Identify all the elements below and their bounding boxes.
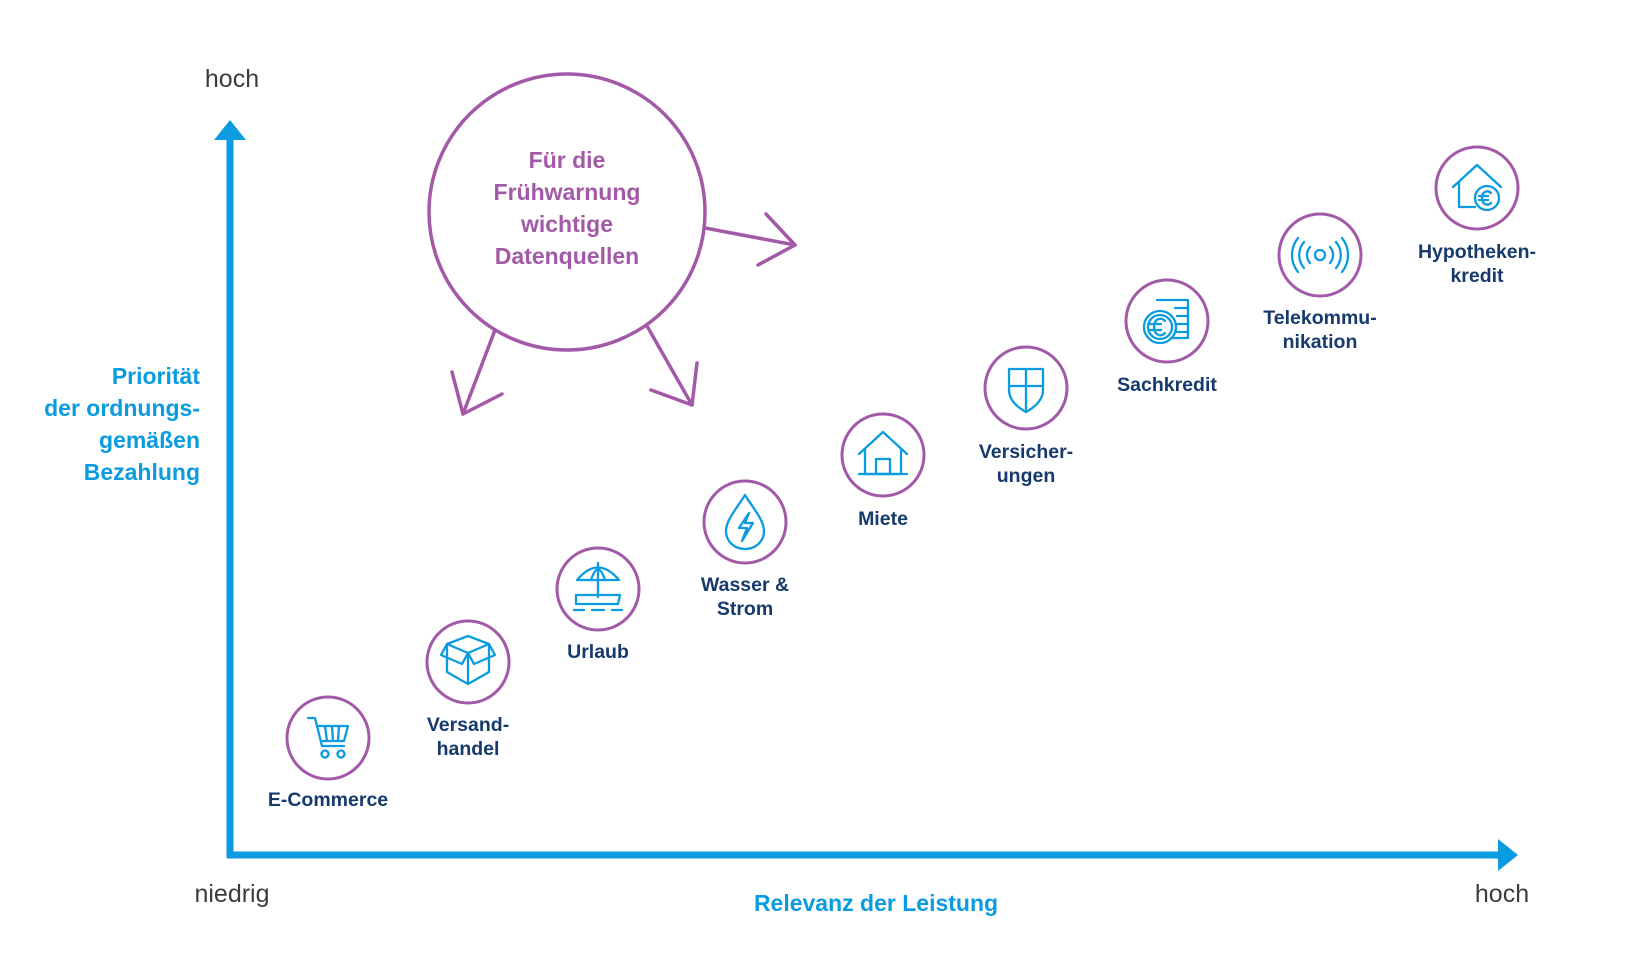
item-label-line: kredit — [1450, 265, 1504, 287]
item-label-line: Strom — [717, 598, 773, 620]
item-label-line: E-Commerce — [268, 789, 388, 811]
shield-icon — [1007, 367, 1045, 414]
item-label-line: Wasser & — [701, 574, 789, 596]
house-icon — [857, 430, 909, 476]
y-axis-title-line: gemäßen — [99, 427, 200, 453]
item-ring — [1124, 278, 1210, 364]
item-label-line: Urlaub — [567, 641, 629, 663]
item-label-line: handel — [437, 738, 500, 760]
callout-text-line: Frühwarnung — [494, 179, 641, 205]
axes — [214, 120, 1518, 871]
callout-arrow-right — [703, 226, 797, 247]
item-versandhandel: Versand- handel — [425, 619, 511, 760]
callout-arrow-down-right-head — [649, 361, 699, 407]
item-ring — [1434, 145, 1520, 231]
item-label-line: Telekommu- — [1263, 307, 1376, 329]
x-axis-title: Relevanz der Leistung — [754, 890, 998, 916]
item-ring — [285, 695, 371, 781]
callout-text-line: Datenquellen — [495, 243, 639, 269]
item-sachkredit: Sachkredit — [1117, 278, 1217, 396]
callout-circle — [427, 72, 707, 352]
item-miete: Miete — [840, 412, 926, 530]
callout-arrows — [450, 212, 797, 416]
y-axis-title-line: der ordnungs- — [44, 395, 200, 421]
y-axis-title: Priorität der ordnungs- gemäßen Bezahlun… — [44, 363, 200, 485]
callout-text-line: wichtige — [520, 211, 613, 237]
euro-coin-document-icon — [1142, 298, 1190, 345]
item-label-line: Miete — [858, 508, 908, 530]
callout-arrow-down-left — [461, 328, 497, 416]
water-drop-lightning-icon — [724, 493, 766, 551]
x-axis-high-label: hoch — [1475, 880, 1529, 908]
callout: Für die Frühwarnung wichtige Datenquelle… — [427, 72, 797, 416]
y-axis-title-line: Priorität — [112, 363, 201, 389]
item-ecommerce: E-Commerce — [268, 695, 388, 811]
item-ring — [1277, 212, 1363, 298]
callout-arrow-right-head — [756, 212, 797, 267]
house-euro-icon — [1451, 163, 1503, 212]
signal-waves-icon — [1290, 236, 1350, 274]
callout-arrow-down-left-head — [450, 370, 504, 416]
item-label-line: Sachkredit — [1117, 374, 1217, 396]
item-label-line: ungen — [997, 465, 1056, 487]
callout-text-line: Für die — [529, 147, 606, 173]
item-urlaub: Urlaub — [555, 546, 641, 663]
item-hypothekenkredit: Hypotheken- kredit — [1418, 145, 1536, 287]
y-axis-arrowhead — [214, 120, 246, 140]
item-label-line: Versand- — [427, 714, 509, 736]
item-label-line: Versicher- — [979, 441, 1073, 463]
item-wasser-strom: Wasser & Strom — [701, 479, 789, 620]
shopping-cart-icon — [306, 716, 350, 759]
package-box-icon — [439, 634, 497, 686]
item-telekommunikation: Telekommu- nikation — [1263, 212, 1377, 353]
beach-umbrella-icon — [572, 561, 624, 612]
item-ring — [840, 412, 926, 498]
y-axis-high-label: hoch — [205, 65, 259, 93]
x-axis-arrowhead — [1498, 839, 1518, 871]
item-versicherungen: Versicher- ungen — [979, 345, 1073, 487]
y-axis-title-line: Bezahlung — [84, 459, 200, 485]
x-axis-low-label: niedrig — [194, 880, 269, 908]
callout-arrow-down-right — [645, 324, 694, 407]
item-label-line: Hypotheken- — [1418, 241, 1536, 263]
item-label-line: nikation — [1283, 331, 1358, 353]
